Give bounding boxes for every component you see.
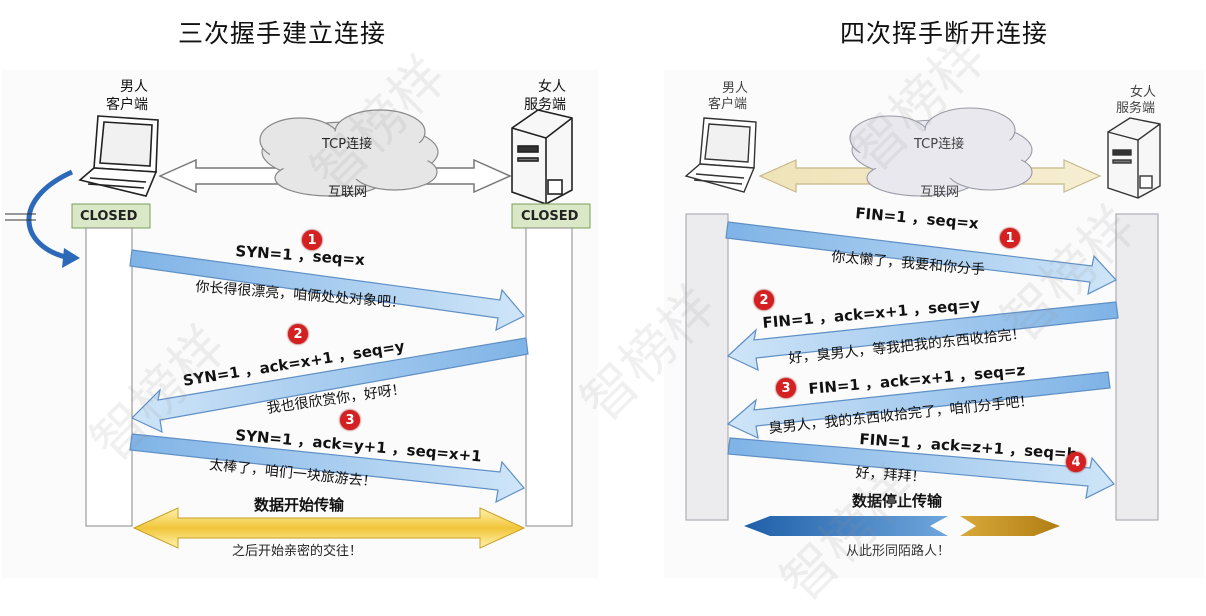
left-client-timeline <box>85 227 133 527</box>
right-step2-badge: 2 <box>754 290 774 310</box>
left-step2-badge: 2 <box>288 324 308 344</box>
right-client-label-line2: 客户端 <box>708 97 748 112</box>
left-network-bottom-label: 互联网 <box>328 185 368 200</box>
right-footer-text: 从此形同陌路人！ <box>846 544 951 559</box>
right-server-timeline <box>1115 213 1159 521</box>
right-step3-badge: 3 <box>776 378 796 398</box>
left-server-state-box <box>511 203 591 229</box>
right-step1-arrow <box>725 221 1117 296</box>
left-title: 三次握手建立连接 <box>178 19 387 48</box>
right-step4-arrow <box>727 437 1115 500</box>
right-server-label-line2: 服务端 <box>1116 101 1156 116</box>
left-footer-text: 之后开始亲密的交往！ <box>232 544 363 559</box>
right-step1-badge: 1 <box>1000 228 1020 248</box>
left-panel <box>2 70 598 578</box>
left-step3-badge: 3 <box>340 410 360 430</box>
left-laptop-icon <box>78 115 159 197</box>
left-server-timeline <box>525 227 573 527</box>
left-network-top-label: TCP连接 <box>322 137 373 152</box>
diagram-canvas <box>2 70 1204 578</box>
left-transfer-label: 数据开始传输 <box>254 496 345 514</box>
left-client-label-line2: 客户端 <box>106 97 148 113</box>
right-transfer-blue-bar <box>744 516 948 536</box>
left-client-state: CLOSED <box>80 209 138 224</box>
left-transfer-arrow <box>132 507 526 549</box>
left-server-state: CLOSED <box>521 209 579 224</box>
right-title: 四次挥手断开连接 <box>840 19 1049 48</box>
right-step4-badge: 4 <box>1066 452 1086 472</box>
left-server-label-line2: 服务端 <box>524 97 566 113</box>
right-server-icon <box>1107 117 1161 199</box>
right-server-label-line1: 女人 <box>1130 85 1157 100</box>
left-server-label-line1: 女人 <box>538 79 566 95</box>
right-network-bottom-label: 互联网 <box>920 185 960 200</box>
right-client-label-line1: 男人 <box>722 81 749 96</box>
left-step1-badge: 1 <box>302 230 322 250</box>
left-step1-arrow <box>129 249 525 332</box>
left-step3-arrow <box>129 433 525 504</box>
right-network-top-label: TCP连接 <box>914 137 965 152</box>
right-step3-arrow <box>726 371 1111 440</box>
right-panel <box>664 70 1204 578</box>
right-step2-arrow <box>726 301 1119 372</box>
left-client-label-line1: 男人 <box>120 79 148 95</box>
right-laptop-icon <box>684 117 757 193</box>
left-client-state-box <box>71 203 151 229</box>
left-curved-arrow <box>26 169 74 261</box>
right-transfer-brown-bar <box>960 516 1060 536</box>
left-step2-arrow <box>130 337 529 434</box>
right-transfer-label: 数据停止传输 <box>852 492 943 510</box>
left-server-icon <box>511 109 573 205</box>
right-client-timeline <box>685 213 729 521</box>
